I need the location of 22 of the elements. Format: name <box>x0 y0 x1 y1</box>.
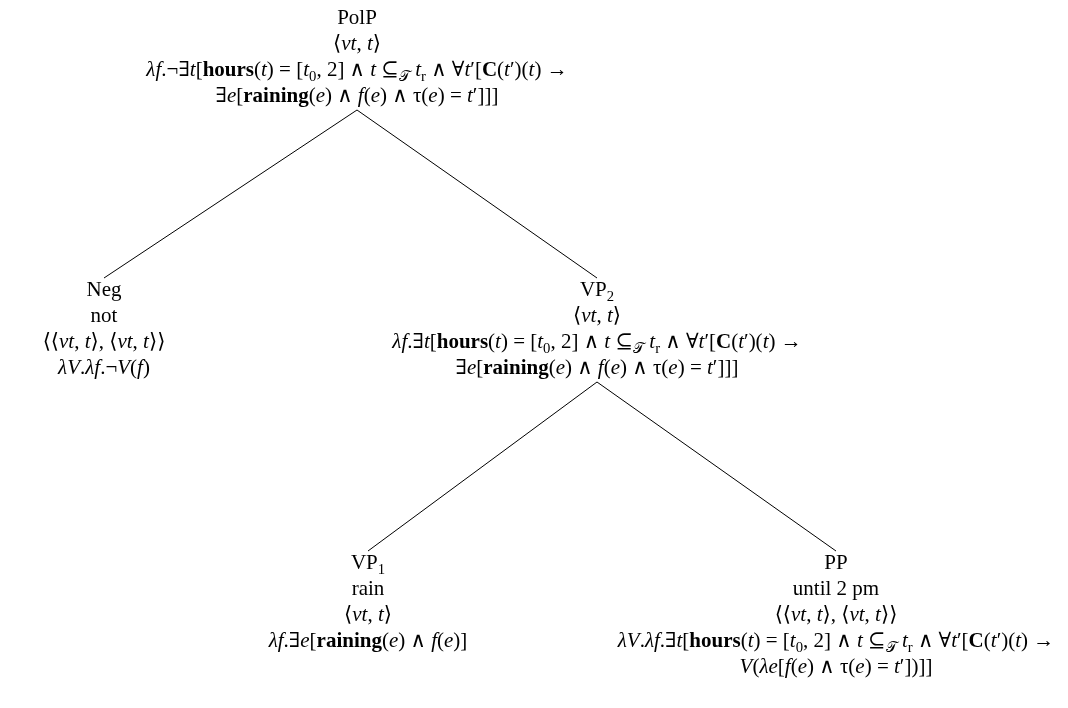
node-text: not <box>89 302 119 328</box>
node-text: ⟨vt, t⟩ <box>343 601 393 627</box>
tree-branch <box>596 381 837 552</box>
category-label: VP$_{2}$ <box>578 276 616 302</box>
node-text: ⟨vt, t⟩ <box>332 30 382 56</box>
semantic-formula: λV.λf.¬V(f) <box>56 354 151 380</box>
semantic-formula: λV.λf.∃t[hours(t) = [t$_{0}$, 2] ∧ t ⊆$_{𝒯}$ t$_{r}$ ∧ ∀t′[C(t′)(t) → V(λe[f(e) ∧ τ(e) = t′])]] <box>616 627 1056 679</box>
tree-branch <box>103 109 358 279</box>
category-label: Neg <box>85 276 123 302</box>
node-text: until 2 pm <box>791 575 881 601</box>
category-label: VP$_{1}$ <box>349 549 387 575</box>
semantic-formula: λf.∃e[raining(e) ∧ f(e)] <box>267 627 469 653</box>
tree-branch <box>356 109 598 279</box>
tree-branch <box>367 381 598 552</box>
node-text: ⟨⟨vt, t⟩, ⟨vt, t⟩⟩ <box>773 601 899 627</box>
semantic-formula: λf.∃t[hours(t) = [t$_{0}$, 2] ∧ t ⊆$_{𝒯}$ t$_{r}$ ∧ ∀t′[C(t′)(t) → ∃e[raining(e) ∧ f(e) ∧ τ(e) = t′]]] <box>391 328 803 380</box>
category-label: PP <box>823 549 849 575</box>
node-text: ⟨⟨vt, t⟩, ⟨vt, t⟩⟩ <box>41 328 167 354</box>
node-text: rain <box>350 575 386 601</box>
node-text: ⟨vt, t⟩ <box>572 302 622 328</box>
category-label: PolP <box>336 4 378 30</box>
semantic-formula: λf.¬∃t[hours(t) = [t$_{0}$, 2] ∧ t ⊆$_{𝒯}$ t$_{r}$ ∧ ∀t′[C(t′)(t) → ∃e[raining(e) ∧ f(e) ∧ τ(e) = t′]]] <box>145 56 569 108</box>
